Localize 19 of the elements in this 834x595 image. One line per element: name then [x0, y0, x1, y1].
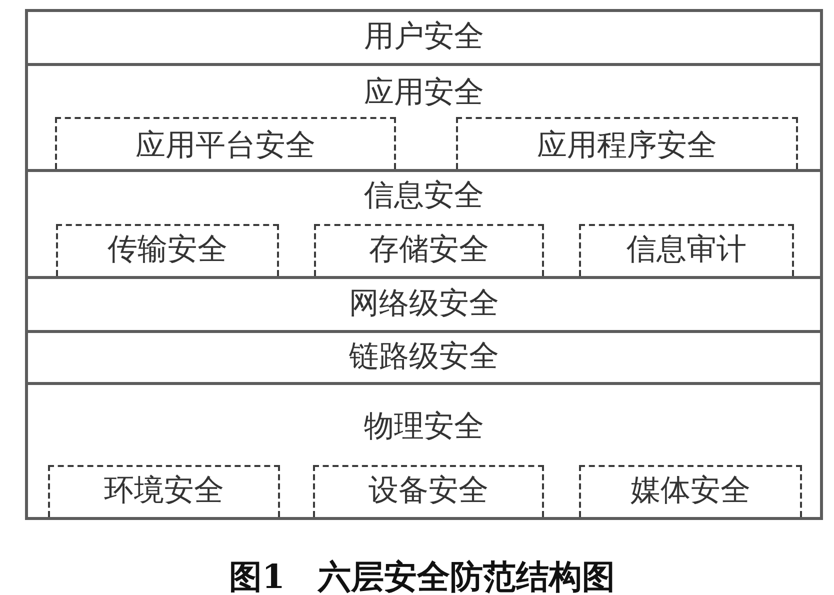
sublayer-label: 传输安全	[108, 232, 228, 268]
sublayer-label: 信息审计	[626, 232, 746, 268]
layer-title: 用户安全	[364, 19, 484, 55]
sublayer-label: 应用程序安全	[537, 128, 717, 164]
sublayer-box	[579, 465, 802, 517]
layer-title: 信息安全	[364, 178, 484, 214]
sublayer-label: 环境安全	[104, 473, 224, 509]
layer-title: 应用安全	[364, 75, 484, 111]
figure-caption: 图1 六层安全防范结构图	[229, 557, 615, 595]
layer-band	[25, 8, 823, 66]
layer-title: 物理安全	[364, 409, 484, 445]
layer-title: 链路级安全	[349, 339, 499, 375]
layer-title: 网络级安全	[349, 286, 499, 322]
sublayer-label: 媒体安全	[630, 473, 750, 509]
sublayer-label: 存储安全	[369, 232, 489, 268]
sublayer-box	[313, 465, 544, 517]
sublayer-box	[48, 465, 280, 517]
sublayer-label: 设备安全	[368, 473, 488, 509]
sublayer-label: 应用平台安全	[136, 128, 316, 164]
